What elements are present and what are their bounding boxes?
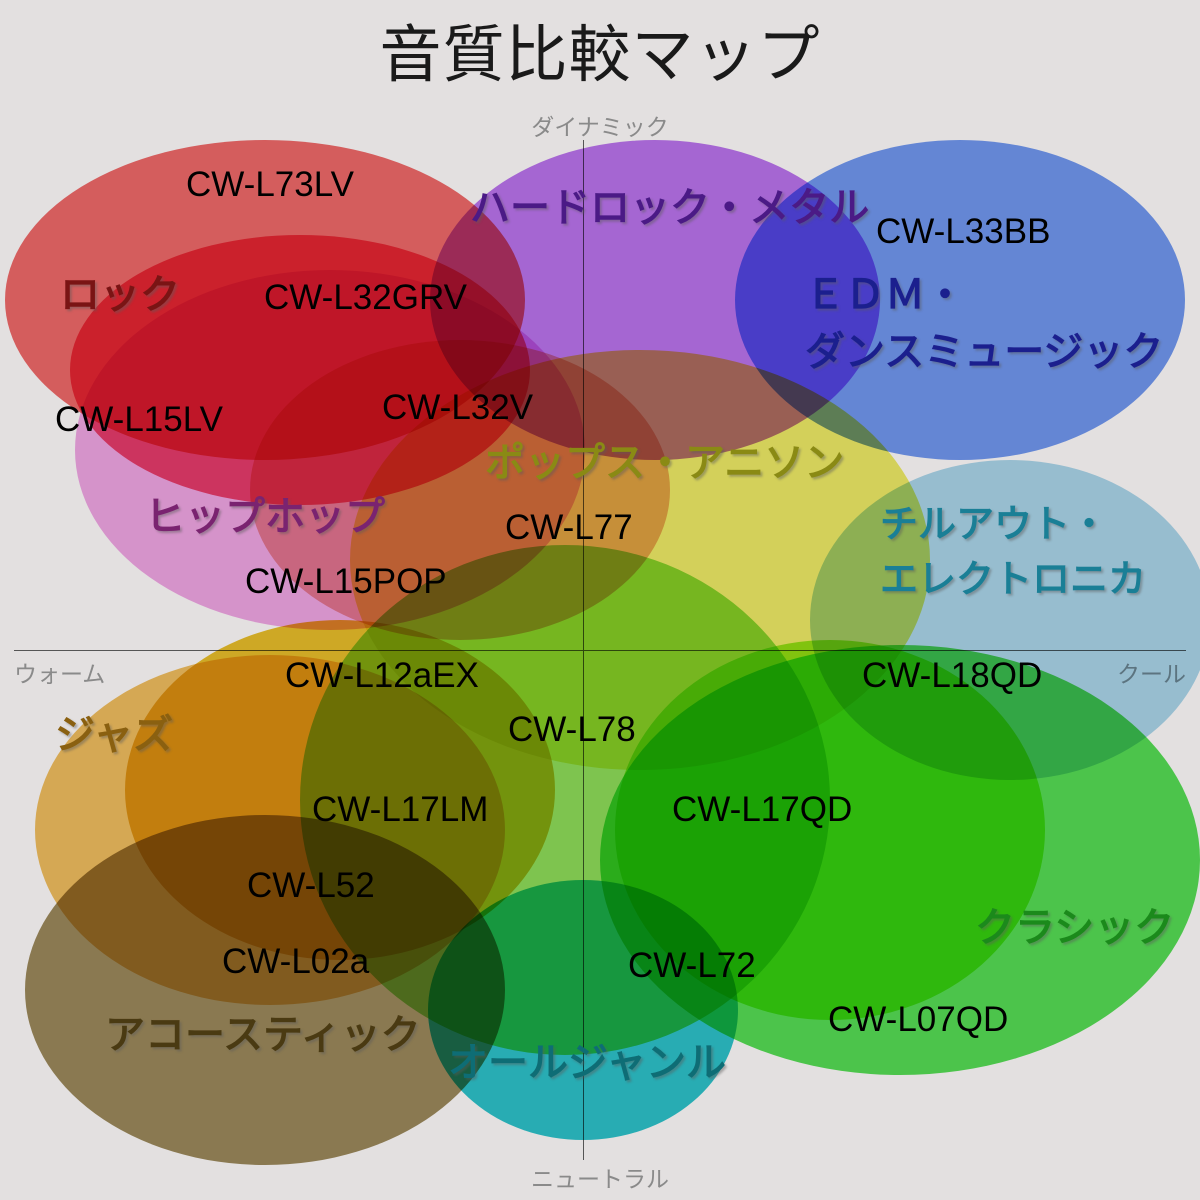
genre-label: ハードロック・メタル <box>470 185 870 231</box>
genre-ellipse <box>125 620 555 960</box>
model-label: CW-L32GRV <box>264 278 467 317</box>
genre-label: ロック <box>60 272 180 318</box>
genre-label: チルアウト・エレクトロニカ <box>880 502 1147 601</box>
genre-label: ＥＤＭ・ダンスミュージック <box>805 272 1164 376</box>
genre-label: アコースティック <box>105 1012 421 1058</box>
page-title: 音質比較マップ <box>379 18 821 91</box>
model-label: CW-L33BB <box>876 212 1051 251</box>
model-label: CW-L17QD <box>672 790 853 829</box>
model-label: CW-L72 <box>628 946 756 985</box>
model-label: CW-L32V <box>382 388 534 427</box>
genre-label: ヒップホップ <box>145 494 385 540</box>
genre-label: クラシック <box>975 905 1175 951</box>
model-label: CW-L52 <box>247 866 375 905</box>
genre-ellipse <box>615 640 1045 1020</box>
axis-label-top: ダイナミック <box>531 115 669 141</box>
axis-label-bottom: ニュートラル <box>531 1167 669 1193</box>
genre-label: ジャズ <box>55 712 173 758</box>
model-label: CW-L02a <box>222 942 370 981</box>
model-label: CW-L73LV <box>186 165 354 204</box>
axis-label-left: ウォーム <box>14 662 106 688</box>
genre-label: ポップス・アニソン <box>485 440 845 486</box>
model-label: CW-L18QD <box>862 656 1043 695</box>
model-label: CW-L12aEX <box>285 656 479 695</box>
genre-label: オールジャンル <box>448 1040 726 1086</box>
genre-ellipse <box>250 340 670 640</box>
model-label: CW-L15POP <box>245 562 447 601</box>
model-label: CW-L17LM <box>312 790 489 829</box>
model-label: CW-L07QD <box>828 1000 1009 1039</box>
model-label: CW-L15LV <box>55 400 223 439</box>
model-label: CW-L78 <box>508 710 636 749</box>
model-label: CW-L77 <box>505 508 633 547</box>
